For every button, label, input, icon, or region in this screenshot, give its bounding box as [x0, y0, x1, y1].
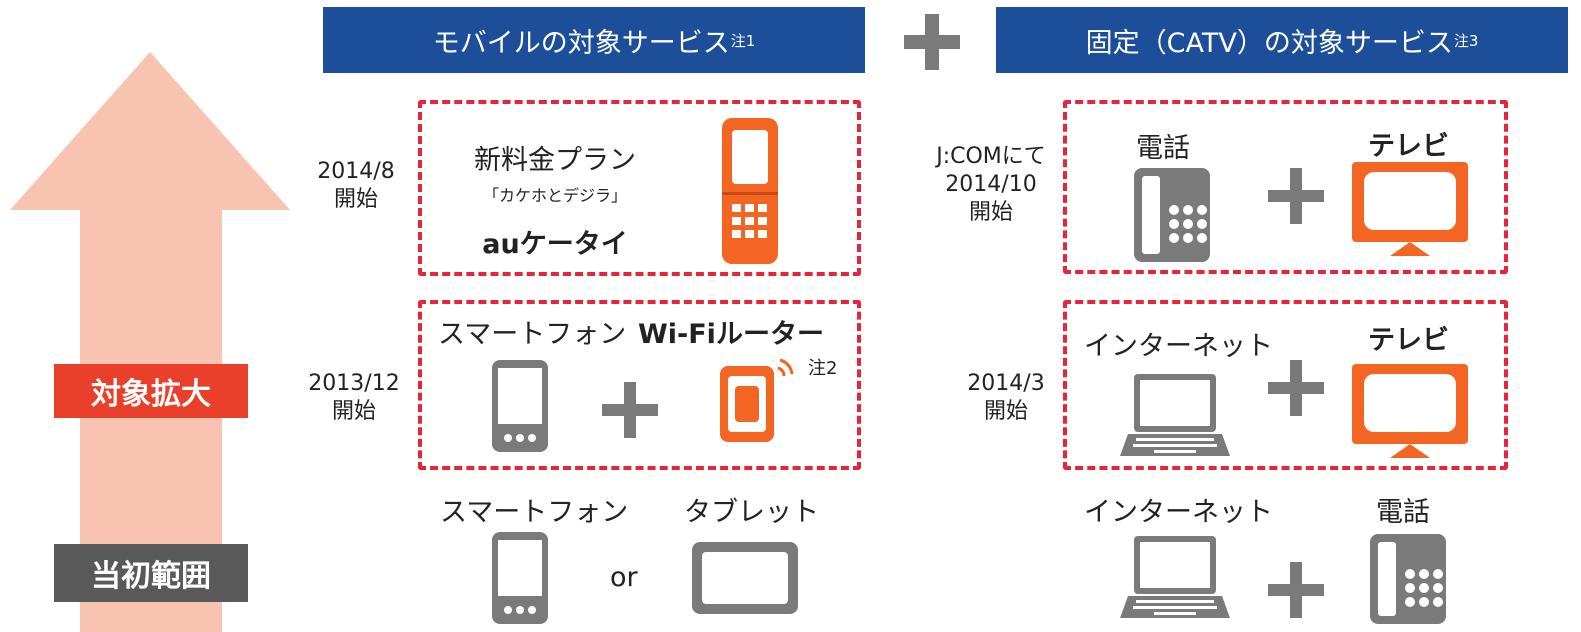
au-keitai-label: auケータイ: [482, 229, 628, 260]
plus-icon: [904, 14, 960, 70]
date-line: 2014/10: [945, 172, 1037, 197]
date-line: 2014/3: [967, 371, 1045, 396]
tablet-icon: [692, 542, 798, 614]
plan-name: 新料金プラン: [474, 145, 636, 176]
mobile-row2-box: [418, 300, 861, 470]
mobile-header: モバイルの対象サービス注1: [323, 7, 865, 73]
internet-label: インターネット: [1084, 497, 1273, 528]
fixed-row2-box: [1063, 300, 1508, 470]
mobile-row1-box: [418, 100, 861, 276]
mobile-header-note: 注1: [730, 31, 756, 50]
plus-icon: [1268, 562, 1324, 618]
phone-label: 電話: [1376, 497, 1430, 528]
mobile-row2-date: 2013/12 開始: [296, 370, 412, 426]
date-line: 2014/8: [317, 159, 395, 184]
plus-icon: [1268, 360, 1324, 416]
fixed-header: 固定（CATV）の対象サービス注3: [996, 7, 1568, 73]
tv-icon: [1352, 162, 1468, 256]
fixed-header-note: 注3: [1453, 31, 1479, 50]
wifi-router-label: Wi-Fiルーター: [638, 319, 824, 350]
initial-badge: 当初範囲: [54, 544, 248, 602]
fixed-row1-date: J:COMにて 2014/10 開始: [920, 143, 1062, 227]
expansion-arrow: [10, 52, 290, 632]
laptop-icon: [1120, 374, 1230, 456]
fixed-header-title: 固定（CATV）の対象サービス: [1085, 27, 1453, 59]
date-line: 開始: [983, 399, 1028, 424]
internet-label: インターネット: [1084, 331, 1273, 362]
plus-icon: [602, 382, 658, 438]
fixed-row1-box: [1063, 100, 1508, 274]
date-line: 開始: [331, 399, 376, 424]
fixed-row2-date: 2014/3 開始: [950, 370, 1062, 426]
smartphone-label: スマートフォン: [440, 497, 629, 528]
plus-icon: [1268, 168, 1324, 224]
smartphone-label: スマートフォン: [438, 319, 627, 350]
tv-icon: [1352, 364, 1468, 458]
note2-label: 注2: [808, 358, 838, 379]
smartphone-icon: [492, 532, 548, 624]
desk-phone-icon: [1370, 534, 1446, 624]
date-line: 開始: [968, 200, 1013, 225]
tv-label: テレビ: [1368, 325, 1449, 356]
mobile-row1-date: 2014/8 開始: [300, 158, 412, 214]
date-line: J:COMにて: [936, 144, 1046, 169]
plan-subtitle: 「カケホとデジラ」: [482, 186, 627, 205]
expand-badge: 対象拡大: [54, 364, 248, 418]
tv-label: テレビ: [1368, 131, 1449, 162]
desk-phone-icon: [1134, 168, 1210, 262]
or-label: or: [610, 562, 638, 593]
feature-phone-icon: [722, 118, 778, 264]
date-line: 開始: [333, 187, 378, 212]
smartphone-icon: [492, 360, 548, 452]
mobile-header-title: モバイルの対象サービス: [432, 27, 730, 59]
laptop-icon: [1120, 536, 1230, 618]
phone-label: 電話: [1136, 133, 1190, 164]
wifi-router-icon: [720, 358, 794, 442]
date-line: 2013/12: [308, 371, 400, 396]
tablet-label: タブレット: [684, 497, 819, 528]
